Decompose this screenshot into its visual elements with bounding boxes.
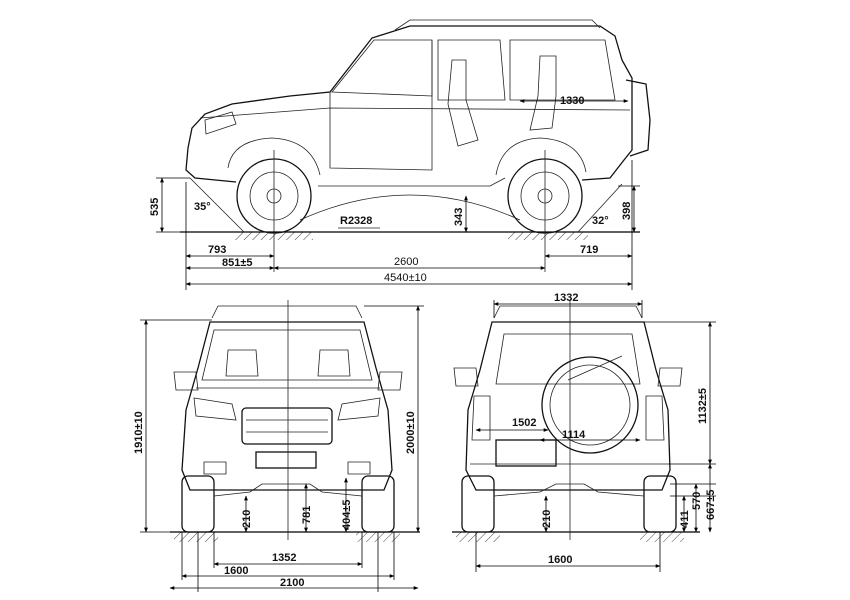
front-foglight-right <box>347 461 371 475</box>
front-mirror-left <box>173 371 199 391</box>
rear-roof-rack <box>493 305 643 319</box>
rear-taillight-left <box>471 395 491 441</box>
front-license-plate <box>255 451 317 469</box>
side-rear-door-window <box>437 39 506 101</box>
front-headlight-right <box>337 397 381 421</box>
dim-roof-length: 1330 <box>560 95 584 107</box>
side-belt-line <box>199 107 631 119</box>
side-headlight <box>204 111 237 135</box>
dim-front-track: 1352 <box>272 552 296 564</box>
front-view: 1910±10 2000±10 210 781 404±5 1352 1600 … <box>133 300 424 592</box>
ramp-radius-arc <box>299 194 521 221</box>
dim-front-overhang: 793 <box>208 244 226 256</box>
departure-angle-line <box>577 183 623 233</box>
dim-front-width: 2100 <box>280 577 304 589</box>
side-seat-front <box>447 59 479 147</box>
rear-window <box>495 333 641 385</box>
rear-wheel-left <box>461 475 495 533</box>
side-windshield <box>331 39 433 97</box>
rear-spare-wheel <box>541 356 639 454</box>
front-roof-rack <box>211 305 363 319</box>
rear-ground-hatch-right <box>640 532 684 542</box>
rear-ground-hatch-left <box>456 532 500 542</box>
front-headlight-left <box>193 397 237 421</box>
dim-rear-height: 1132±5 <box>697 388 709 424</box>
dim-rear-spare-width: 1114 <box>562 429 586 441</box>
side-front-door <box>329 40 433 171</box>
side-view: 1330 535 35° R2328 343 32° 398 793 851±5… <box>149 19 651 290</box>
dim-front-wheel-width: 1600 <box>224 565 248 577</box>
front-seat-left <box>225 349 259 377</box>
dim-front-hub-height: 781 <box>301 506 313 524</box>
dim-rear-height: 398 <box>621 202 633 220</box>
side-ground-hatch-rear <box>508 232 588 240</box>
side-spare-wheel <box>625 79 651 157</box>
dim-departure-angle: 32° <box>592 215 609 227</box>
rear-spare-wheel-inner <box>549 364 631 446</box>
front-seat-right <box>317 349 351 377</box>
front-grille <box>241 407 333 445</box>
side-sill <box>318 177 506 187</box>
front-windshield <box>201 329 373 381</box>
dim-approach-angle: 35° <box>194 201 211 213</box>
side-seat-rear <box>529 55 557 131</box>
dim-wheelbase: 2600 <box>394 256 418 268</box>
rear-body-outline <box>465 321 671 491</box>
rear-license-plate <box>495 439 557 467</box>
dim-rear-track: 1600 <box>548 554 572 566</box>
dim-side-ground-height: 535 <box>149 198 161 216</box>
rear-wiper <box>567 355 623 381</box>
side-front-fender <box>227 137 321 176</box>
dim-rear-top-width: 1332 <box>554 292 578 304</box>
dim-overall-length: 4540±10 <box>384 272 427 284</box>
side-body-outline <box>185 25 633 183</box>
dim-front-height-mirror: 2000±10 <box>405 411 417 454</box>
approach-angle-line <box>189 177 245 233</box>
rear-taillight-right <box>645 395 665 441</box>
dim-side-clearance: 343 <box>453 208 465 226</box>
dim-rear-bumper-h2: 570 <box>691 492 703 510</box>
dim-front-overhang-tol: 851±5 <box>222 257 253 269</box>
front-wheel-right <box>361 475 395 533</box>
dim-front-height: 1910±10 <box>133 411 145 454</box>
dim-rear-bumper-h3: 667±5 <box>705 489 717 520</box>
front-body-outline <box>181 321 393 491</box>
front-mirror-right <box>377 371 403 391</box>
front-axle <box>213 483 363 497</box>
rear-view: 1332 1502 1114 1132±5 411 570 667±5 210 … <box>452 292 717 572</box>
dim-rear-clearance: 210 <box>541 510 553 528</box>
rear-mirror-left <box>453 367 479 387</box>
front-wheel-left <box>181 475 215 533</box>
dim-rear-bumper-h1: 411 <box>679 510 691 528</box>
dim-front-bumper-height: 404±5 <box>341 499 353 530</box>
side-rear-window <box>509 39 616 101</box>
side-roof-rack <box>394 19 601 31</box>
front-foglight-left <box>203 461 227 475</box>
rear-mirror-right <box>657 367 683 387</box>
side-rear-fender <box>495 137 587 176</box>
dim-ramp-radius: R2328 <box>340 215 372 227</box>
front-ground-hatch-left <box>174 532 218 542</box>
dim-rear-overhang: 719 <box>580 244 598 256</box>
dim-front-clearance: 210 <box>241 510 253 528</box>
dim-rear-tailgate-width: 1502 <box>512 417 536 429</box>
